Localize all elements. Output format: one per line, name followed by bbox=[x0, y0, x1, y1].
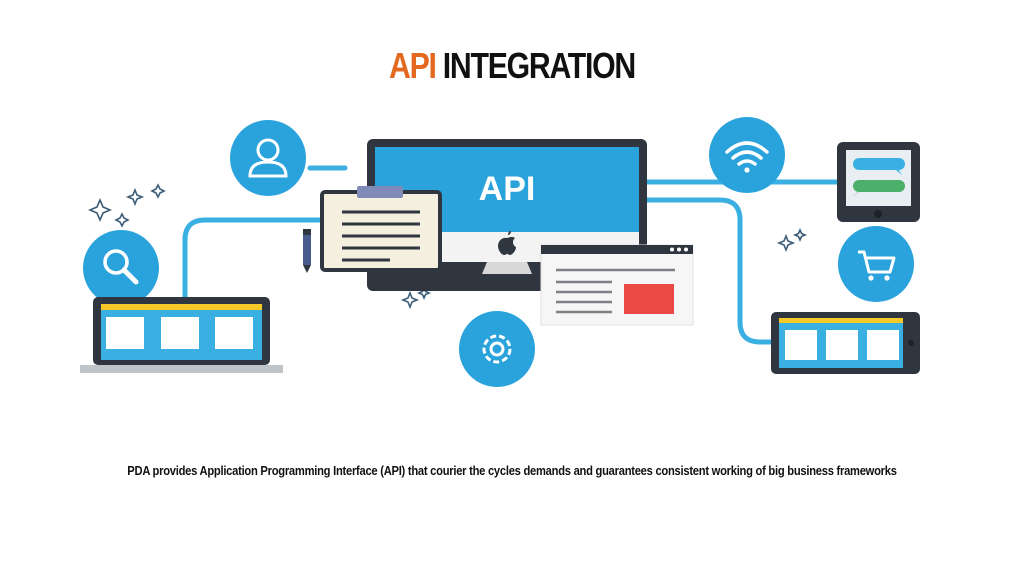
chat-icon bbox=[852, 158, 905, 197]
browser-window-image bbox=[540, 244, 694, 326]
gear-icon bbox=[459, 311, 535, 387]
connector-tablet bbox=[637, 197, 775, 345]
wifi-icon bbox=[709, 117, 785, 193]
slide-title: API INTEGRATION bbox=[82, 44, 942, 88]
title-rest: INTEGRATION bbox=[442, 45, 636, 86]
laptop-image bbox=[80, 297, 283, 373]
search-icon bbox=[83, 230, 159, 306]
sparkle-icon bbox=[87, 183, 808, 310]
pen-icon bbox=[303, 229, 311, 273]
user-icon bbox=[230, 120, 306, 196]
monitor-label: API bbox=[479, 170, 536, 208]
connector-left bbox=[182, 217, 341, 303]
tablet-image bbox=[771, 312, 920, 374]
slide-caption: PDA provides Application Programming Int… bbox=[127, 463, 897, 478]
apple-logo-icon bbox=[498, 231, 516, 255]
clipboard-image bbox=[320, 186, 442, 272]
cart-icon bbox=[838, 226, 914, 302]
smartphone-image bbox=[837, 142, 920, 222]
title-accent: API bbox=[388, 45, 437, 86]
